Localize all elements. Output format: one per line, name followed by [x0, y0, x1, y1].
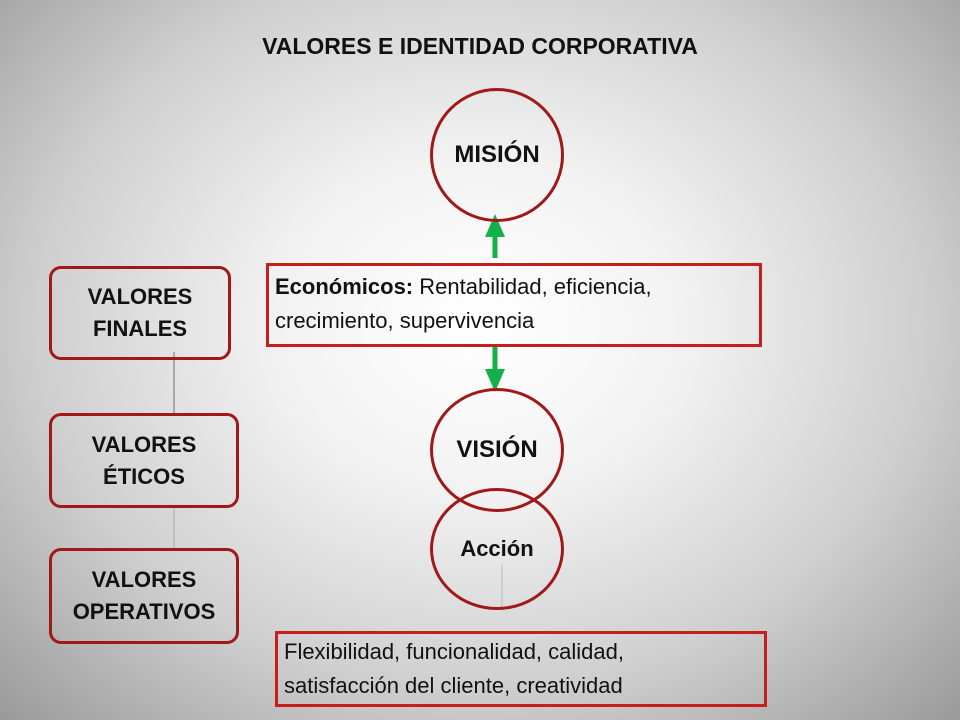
operativos-text-box: Flexibilidad, funcionalidad, calidad, sa…	[275, 631, 767, 707]
valores-operativos-box: VALORES OPERATIVOS	[49, 548, 239, 644]
valores-finales-line1: VALORES	[87, 284, 193, 309]
valores-operativos-line1: VALORES	[91, 567, 197, 592]
valores-operativos-line2: OPERATIVOS	[72, 599, 216, 624]
diagram-title: VALORES E IDENTIDAD CORPORATIVA	[262, 33, 698, 59]
vision-label: VISIÓN	[456, 436, 538, 463]
economicos-line1: Rentabilidad, eficiencia,	[413, 274, 652, 299]
arrow-up-to-mision	[485, 214, 505, 258]
valores-finales-line2: FINALES	[92, 316, 188, 341]
valores-eticos-line2: ÉTICOS	[103, 463, 185, 489]
valores-finales-box: VALORES FINALES	[49, 266, 231, 360]
accion-circle: Acción	[430, 488, 564, 610]
mision-label: MISIÓN	[454, 141, 540, 168]
accion-label: Acción	[460, 536, 534, 561]
economicos-line2: crecimiento, supervivencia	[275, 308, 535, 333]
valores-eticos-line1: VALORES	[91, 431, 197, 457]
economicos-box: Económicos: Rentabilidad, eficiencia, cr…	[266, 263, 762, 347]
economicos-label: Económicos:	[275, 274, 414, 299]
operativos-text-line1: Flexibilidad, funcionalidad, calidad,	[284, 639, 624, 664]
arrow-down-to-vision	[485, 346, 505, 392]
mision-circle: MISIÓN	[430, 88, 564, 222]
valores-eticos-box: VALORES ÉTICOS	[49, 413, 239, 508]
operativos-text-line2: satisfacción del cliente, creatividad	[284, 673, 623, 698]
